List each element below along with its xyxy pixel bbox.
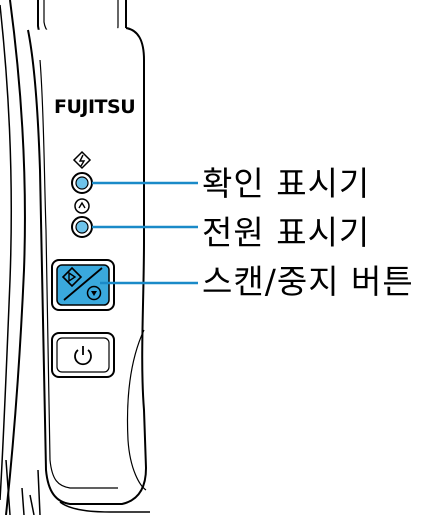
scanner-bottom-detail (5, 459, 41, 515)
scanner-panel-right-curve (126, 329, 147, 491)
stop-icon (86, 285, 102, 301)
check-indicator-led (71, 172, 93, 194)
scan-stop-button[interactable] (51, 259, 115, 311)
warning-symbol-icon (72, 150, 92, 170)
scan-stop-button-label: 스캔/중지 버튼 (202, 262, 414, 301)
power-button[interactable] (51, 332, 115, 378)
scanner-left-edge (5, 0, 26, 515)
power-indicator-led (71, 216, 93, 238)
power-symbol-icon (74, 198, 90, 214)
power-indicator-label: 전원 표시기 (202, 213, 371, 252)
power-icon (74, 346, 92, 366)
scan-start-icon (61, 266, 83, 288)
fujitsu-logo: FUJITSU (54, 96, 136, 118)
scanner-bottom-curve (59, 501, 150, 513)
check-indicator-label: 확인 표시기 (202, 164, 371, 203)
scanner-left-edge-inner (0, 4, 13, 501)
button-diagonal (63, 267, 103, 301)
fujitsu-logo-text: FUJITSU (54, 96, 136, 118)
scanner-panel-inner (39, 59, 118, 489)
